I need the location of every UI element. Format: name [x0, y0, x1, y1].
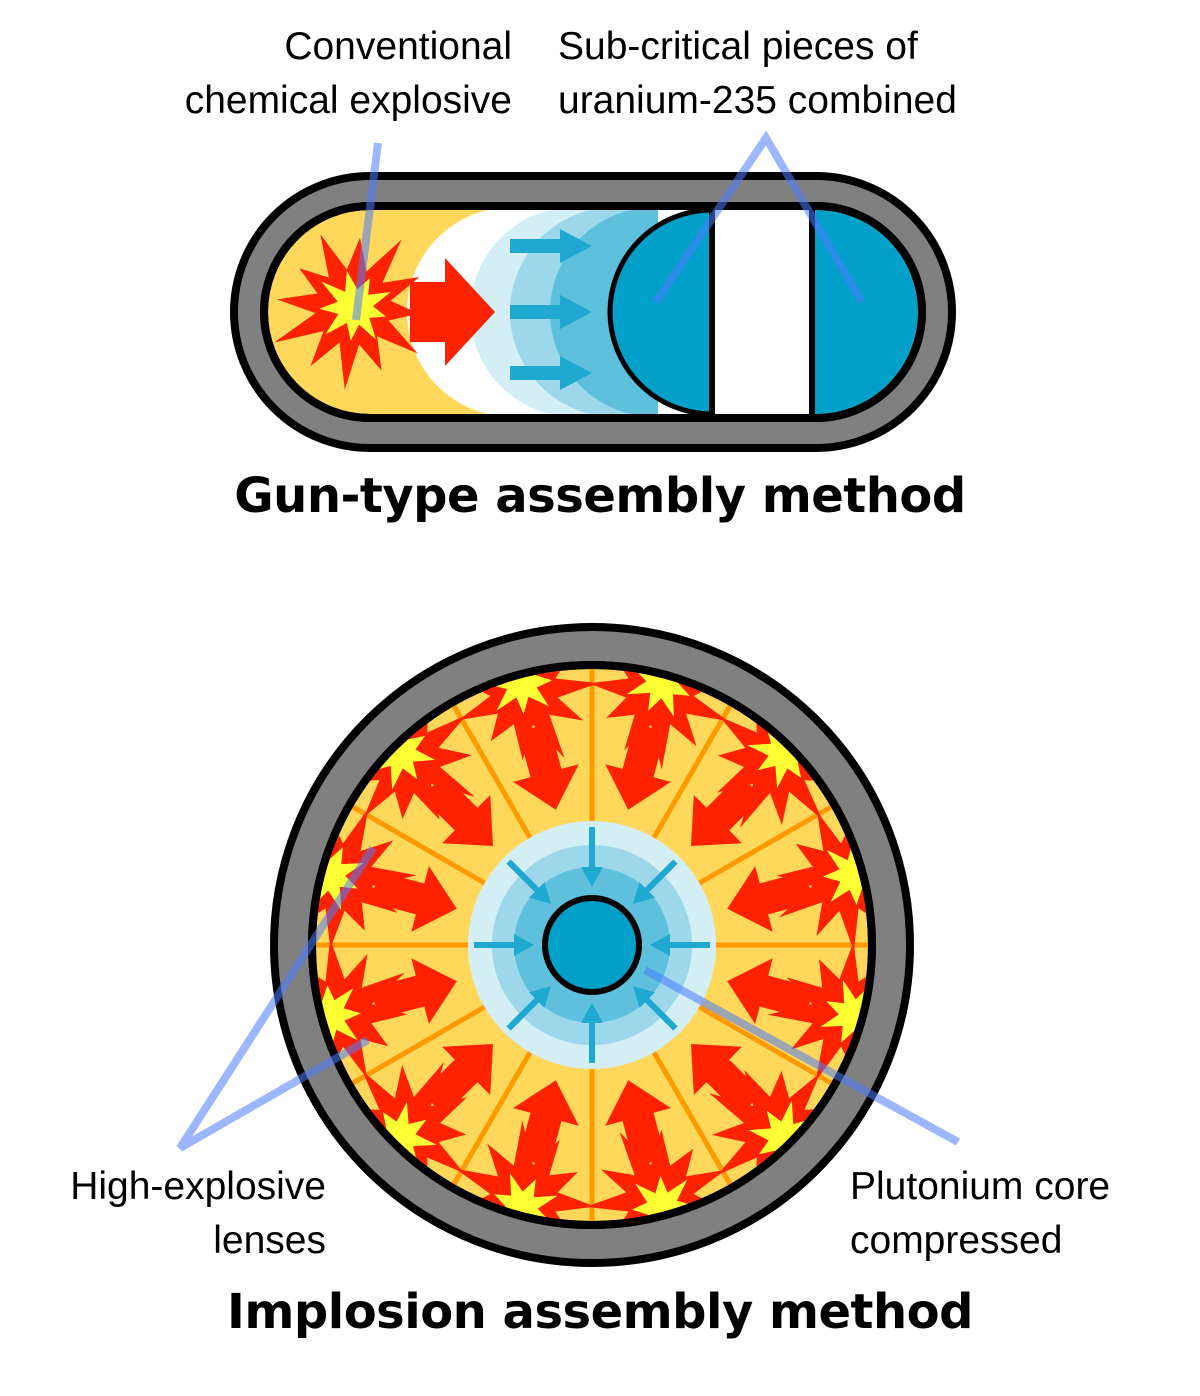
label-line: Plutonium core [850, 1165, 1111, 1208]
label-line: Sub-critical pieces of [558, 25, 918, 68]
label-line: lenses [213, 1219, 326, 1262]
lens-inward-arrow [727, 958, 814, 1024]
compression-arrow [506, 986, 551, 1031]
lens-detonation-core [488, 669, 552, 714]
implosion-device [176, 623, 960, 1267]
lens-detonation-core [823, 841, 868, 905]
compression-arrow [474, 934, 534, 956]
implosion-title: Implosion assembly method [227, 1284, 973, 1340]
lens-inward-arrow [605, 723, 671, 810]
pointer-line-lenses [176, 845, 377, 1152]
label-line: High-explosive [70, 1165, 326, 1208]
compression-arrow [506, 859, 551, 904]
lens-inward-arrow [513, 723, 579, 810]
lens-inward-arrow [727, 866, 814, 932]
lens-inward-arrow [370, 866, 457, 932]
shock-arrow [510, 295, 592, 329]
pointer-line-explosive [352, 142, 382, 321]
label-conventional-explosive: Conventional chemical explosive [185, 20, 512, 128]
shock-arrow [510, 356, 592, 390]
lens-inward-arrow [370, 958, 457, 1024]
compression-arrow [581, 1003, 603, 1063]
shock-arrow [510, 229, 592, 263]
label-line: uranium-235 combined [558, 79, 957, 122]
gun-type-device [230, 130, 956, 452]
explosive-lens [316, 938, 457, 1079]
core-compression-arrows [474, 827, 710, 1063]
label-plutonium-core: Plutonium core compressed [850, 1160, 1110, 1268]
gun-type-title: Gun-type assembly method [234, 468, 966, 524]
explosive-lens [727, 811, 868, 952]
compression-arrow [581, 827, 603, 887]
label-line: compressed [850, 1219, 1063, 1262]
explosion-arrow [410, 258, 495, 366]
lens-inward-arrow [421, 1044, 493, 1116]
lens-inward-arrow [605, 1080, 671, 1167]
lens-inward-arrow [513, 1080, 579, 1167]
lens-inward-arrow [421, 774, 493, 846]
label-line: chemical explosive [184, 79, 512, 122]
label-line: Conventional [284, 25, 512, 68]
compression-arrow [633, 986, 678, 1031]
lens-inward-arrow [691, 774, 763, 846]
lens-detonation-core [632, 1176, 696, 1221]
lens-inward-arrow [691, 1044, 763, 1116]
plutonium-core [542, 895, 642, 995]
compression-arrow [650, 934, 710, 956]
compression-arrow [633, 859, 678, 904]
explosive-lens [585, 1080, 726, 1221]
lens-detonation-core [316, 985, 361, 1049]
pointer-line-core [643, 966, 960, 1146]
explosive-lens [458, 669, 599, 810]
pointer-line-uranium [652, 130, 866, 305]
label-high-explosive-lenses: High-explosive lenses [70, 1160, 326, 1268]
gun-shock-arrows [510, 229, 592, 390]
label-uranium-pieces: Sub-critical pieces of uranium-235 combi… [558, 20, 957, 128]
